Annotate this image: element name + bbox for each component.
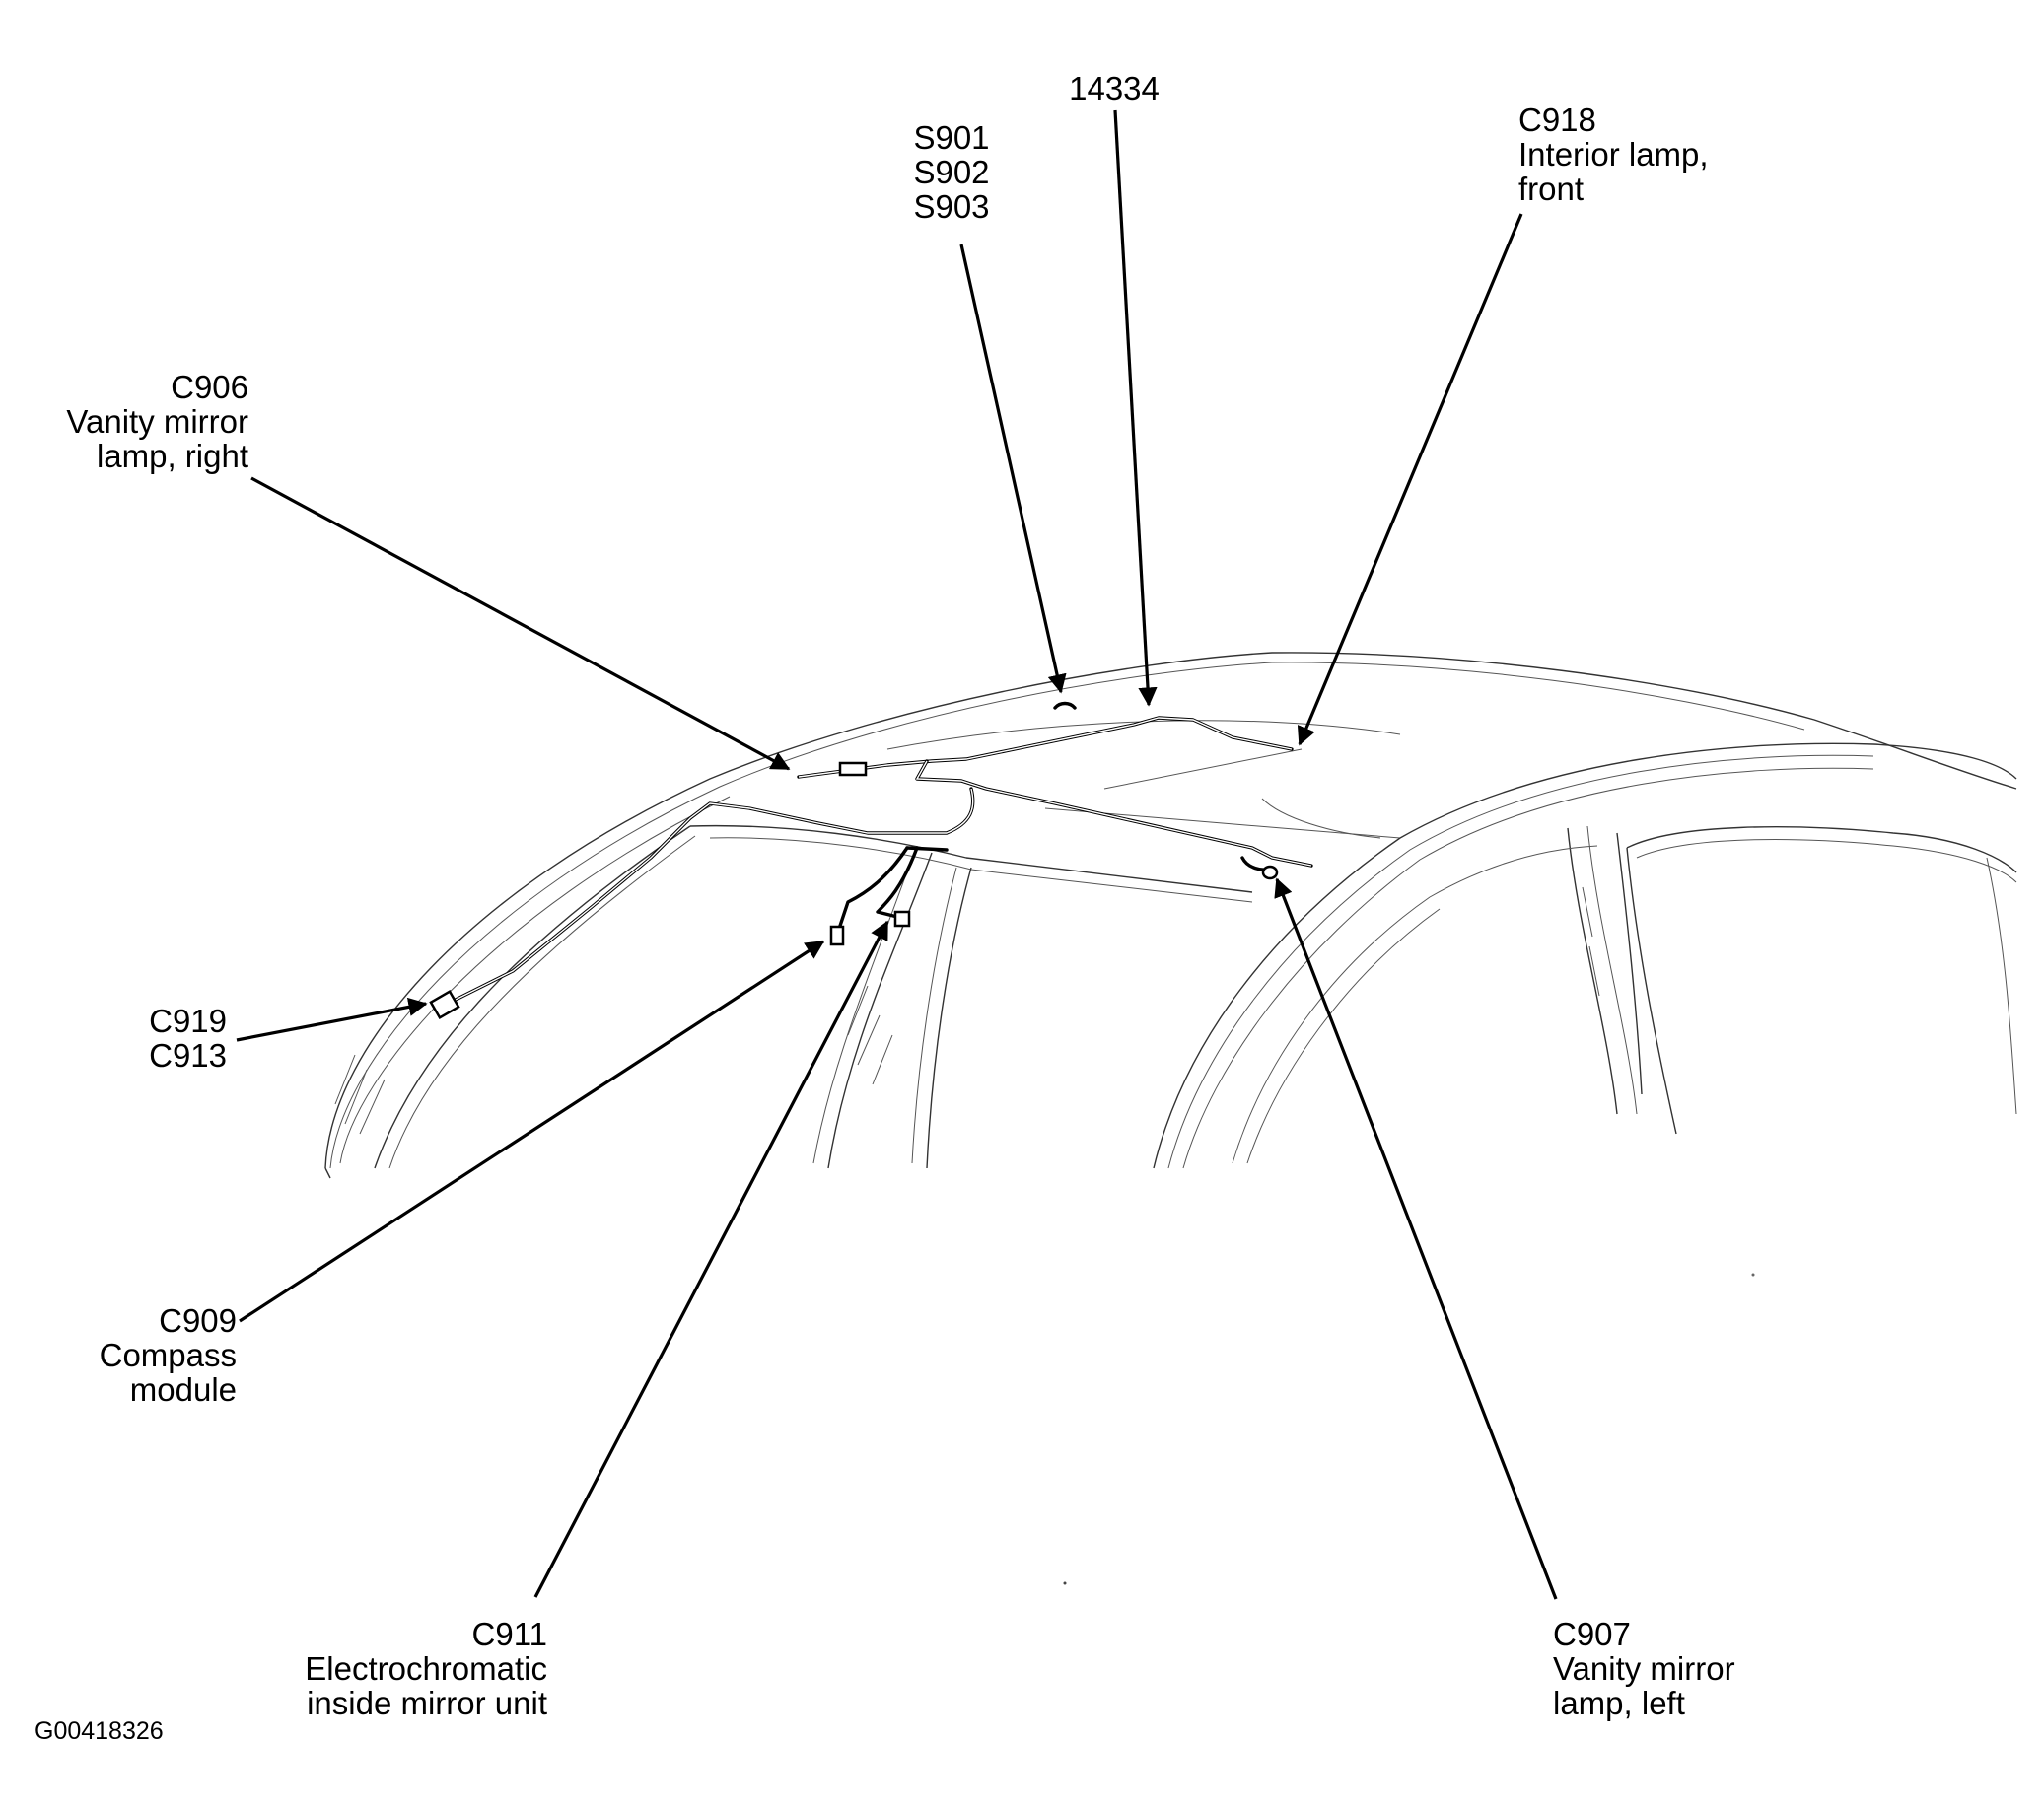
callout-roof-connectors: C919 C913 <box>99 1004 227 1073</box>
connector-c918: C918 <box>1518 102 1596 138</box>
leader-c919 <box>236 997 428 1042</box>
connector-c909: C909 <box>159 1302 237 1339</box>
leader-lines <box>236 109 1558 1600</box>
leader-c907 <box>1274 877 1558 1600</box>
splice-s902: S902 <box>913 154 990 190</box>
interior-lamp-position: front <box>1518 171 1585 207</box>
callout-compass: C909 Compass module <box>39 1303 237 1407</box>
figure-code: G00418326 <box>35 1717 164 1745</box>
callout-vanity-right: C906 Vanity mirror lamp, right <box>20 370 248 473</box>
leader-c909 <box>239 940 825 1323</box>
connector-c911: C911 <box>471 1616 547 1652</box>
vanity-left-label: Vanity mirror <box>1553 1650 1735 1687</box>
mirror-unit-label: Electrochromatic <box>305 1650 547 1687</box>
connector-c907: C907 <box>1553 1616 1631 1652</box>
callout-splices: S901 S902 S903 <box>892 120 1011 224</box>
leader-14334 <box>1113 109 1158 707</box>
leader-c911 <box>533 920 889 1598</box>
vanity-right-label: Vanity mirror <box>66 403 248 440</box>
leader-c918 <box>1297 213 1523 746</box>
leader-c906 <box>250 476 791 771</box>
splice-s903: S903 <box>913 188 990 225</box>
interior-lamp-label: Interior lamp, <box>1518 136 1709 173</box>
wiring-harness-14334 <box>429 701 1313 1020</box>
connector-c906: C906 <box>171 369 248 405</box>
callout-vanity-left: C907 Vanity mirror lamp, left <box>1553 1617 1735 1720</box>
connector-c919: C919 <box>149 1003 227 1039</box>
leader-s901 <box>959 244 1067 694</box>
compass-label: Compass <box>99 1337 237 1373</box>
connector-c913: C913 <box>149 1037 227 1074</box>
mirror-unit-desc: inside mirror unit <box>307 1685 547 1721</box>
vanity-left-side: lamp, left <box>1553 1685 1685 1721</box>
vanity-right-side: lamp, right <box>96 438 248 474</box>
callout-interior-lamp: C918 Interior lamp, front <box>1518 103 1709 206</box>
callout-harness: 14334 <box>1055 71 1173 105</box>
splice-s901: S901 <box>913 119 990 156</box>
harness-number: 14334 <box>1069 70 1160 106</box>
callout-mirror-unit: C911 Electrochromatic inside mirror unit <box>247 1617 547 1720</box>
compass-module-label: module <box>129 1371 237 1408</box>
